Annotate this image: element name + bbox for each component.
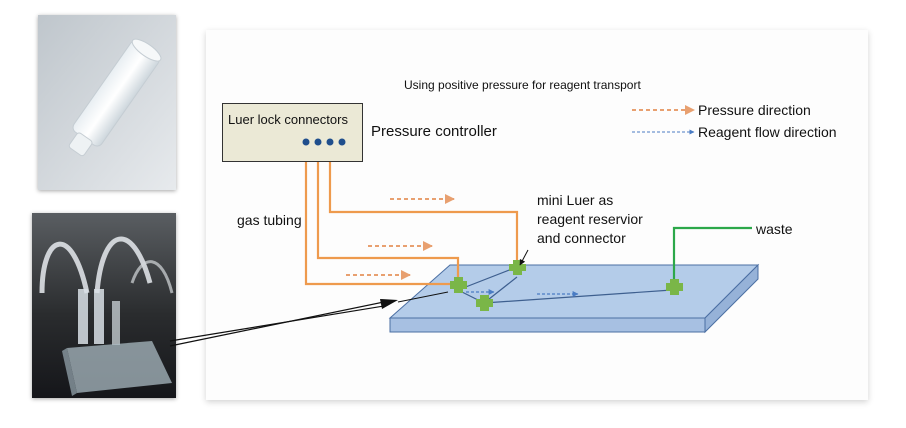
chip-front-face	[389, 317, 706, 333]
gas-tube-3	[328, 142, 519, 268]
connector-plus-icon	[476, 295, 493, 311]
diagram-title: Using positive pressure for reagent tran…	[404, 78, 641, 92]
luer-reservoir-photo	[38, 15, 176, 190]
photo-pointer-arrowhead	[380, 299, 398, 309]
controller-name: Pressure controller	[371, 123, 497, 140]
luer-port-icon	[326, 138, 334, 146]
luer-port-icon	[314, 138, 322, 146]
chip-channel	[457, 266, 673, 304]
mini-luer-label-line3: and connector	[537, 230, 626, 246]
waste-line	[672, 226, 752, 287]
connector-plus-icon	[450, 277, 467, 293]
luer-reservoir-image	[38, 15, 176, 190]
chip-side-face	[704, 263, 759, 334]
legend-pressure-label: Pressure direction	[698, 102, 811, 118]
chip-setup-photo	[32, 213, 176, 398]
legend-reagent-label: Reagent flow direction	[698, 124, 837, 140]
pressure-controller-box: Luer lock connectors	[222, 103, 363, 162]
luer-port-icon	[338, 138, 346, 146]
photo-pointer-line	[397, 291, 449, 303]
connector-plus-icon	[509, 260, 526, 275]
chip-setup-image	[32, 213, 176, 398]
gas-tube-2	[316, 142, 460, 284]
mini-luer-pointer	[519, 249, 529, 266]
waste-label: waste	[756, 221, 793, 237]
mini-luer-label-line2: reagent reservior	[537, 211, 643, 227]
gas-tube-1	[304, 142, 458, 286]
luer-port-icon	[302, 138, 310, 146]
controller-box-label: Luer lock connectors	[228, 112, 348, 127]
connector-plus-icon	[666, 279, 683, 295]
luer-ports	[302, 138, 346, 146]
photo-pointer-line	[169, 305, 385, 342]
mini-luer-label-line1: mini Luer as	[537, 192, 614, 208]
diagram-panel	[206, 30, 868, 400]
gas-tubing-label: gas tubing	[237, 212, 302, 228]
chip-top-face	[388, 264, 760, 319]
